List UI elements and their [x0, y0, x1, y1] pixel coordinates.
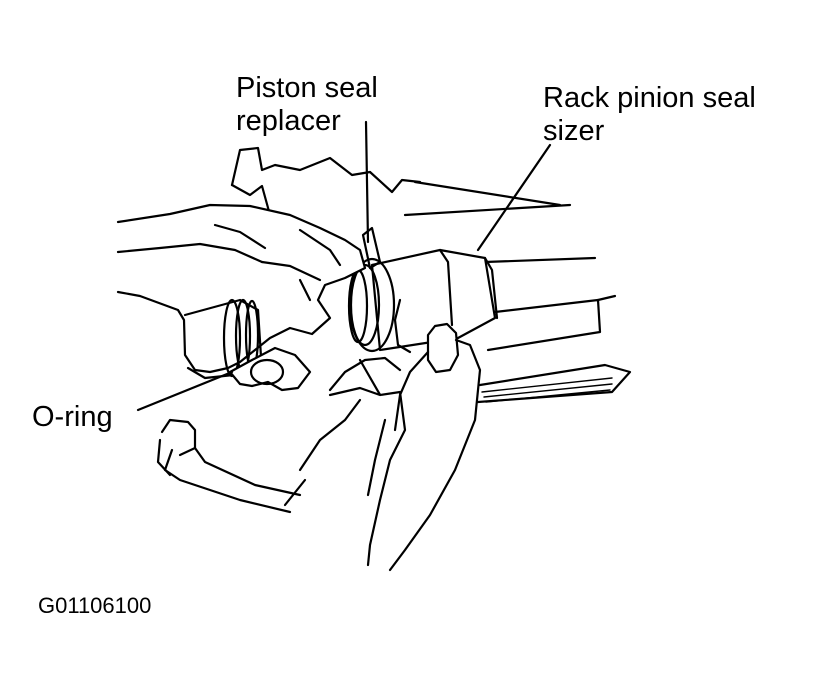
lower-hand	[228, 346, 407, 567]
piston-seal-replacer	[358, 226, 385, 402]
leader-rack-pinion-seal-sizer	[476, 143, 552, 252]
wrench	[156, 418, 302, 514]
right-hand	[366, 298, 482, 572]
piston-seal-replacer-label: Piston seal replacer	[236, 72, 378, 137]
rack-pinion-seal-sizer	[347, 248, 499, 353]
rack-shaft	[476, 256, 632, 404]
leader-o-ring	[136, 370, 234, 412]
rack-housing	[230, 146, 572, 232]
rack-pinion-seal-sizer-label: Rack pinion seal sizer	[543, 82, 756, 147]
leader-piston-seal-replacer	[364, 120, 370, 244]
o-ring-label: O-ring	[32, 401, 113, 433]
upper-hand	[116, 203, 367, 374]
figure-id: G01106100	[38, 593, 152, 618]
